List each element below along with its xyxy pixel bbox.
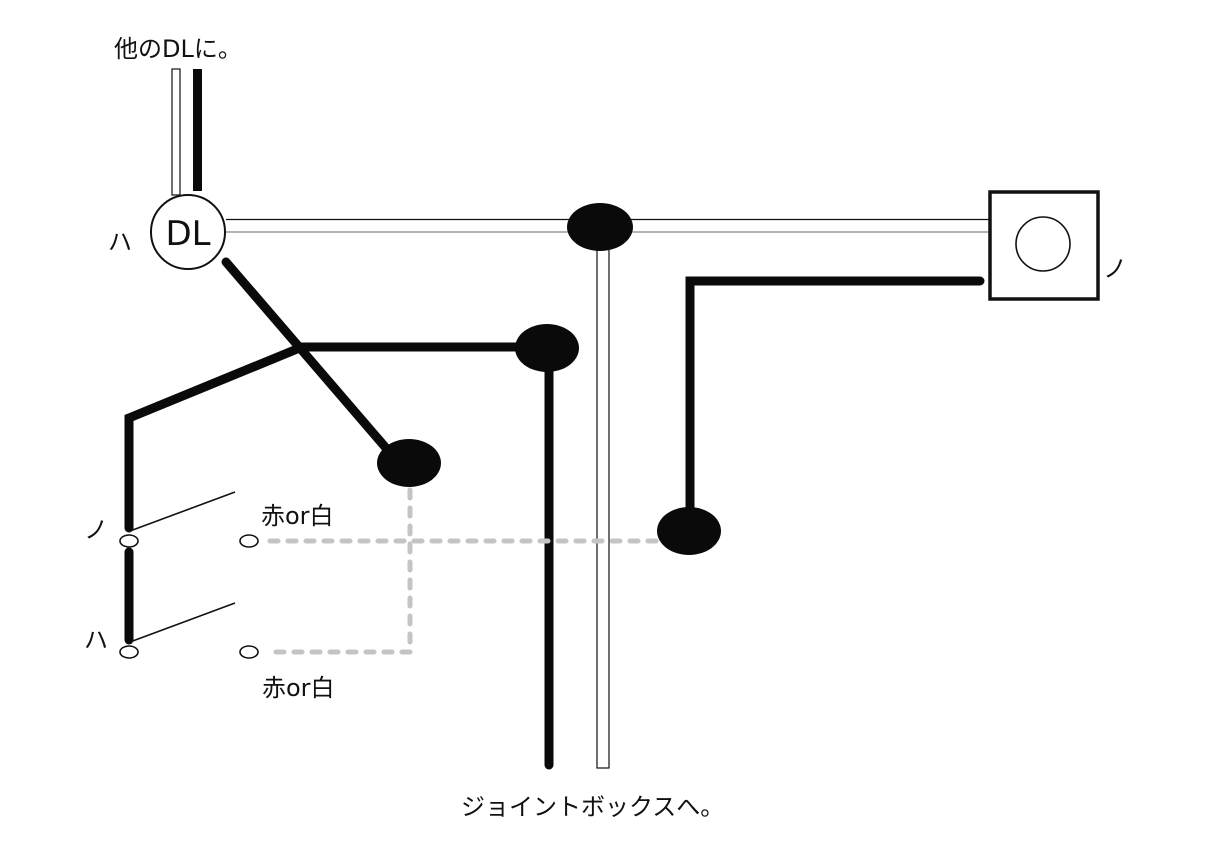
dashed-wires (267, 484, 663, 655)
label-ha-switch: ハ (84, 626, 108, 654)
outlet-circle (1015, 216, 1071, 272)
downlight-label: DL (165, 214, 210, 254)
three-way-switch-bottom[interactable] (119, 602, 259, 659)
switch-terminal-common-bottom (119, 645, 139, 659)
junction-outlet-traveler (657, 507, 721, 555)
black-wire-up (193, 69, 202, 191)
outlet-box[interactable] (988, 190, 1100, 301)
black-wire-dl-diagonal (221, 257, 397, 460)
downlight-circle (150, 194, 226, 270)
dashed-wire-bottom (273, 484, 413, 655)
three-way-switch-top[interactable] (119, 491, 259, 548)
white-wire-up (171, 68, 181, 196)
white-wire-vertical (596, 231, 610, 769)
label-to-other-dl: 他のDLに。 (114, 35, 242, 63)
black-wire-switch-common (124, 342, 551, 533)
junctions (377, 203, 721, 555)
black-wire-outlet (685, 276, 985, 525)
label-red-or-white-bottom: 赤or白 (262, 674, 335, 702)
wire-to-other-dl (171, 68, 202, 196)
switch-terminal-out-bottom (239, 645, 259, 659)
label-red-or-white-top: 赤or白 (261, 502, 334, 530)
junction-white-tee (567, 203, 633, 251)
junction-switch-common (515, 324, 579, 372)
label-no-outlet: ノ (1103, 255, 1127, 283)
label-no-switch: ノ (84, 516, 108, 544)
switch-terminal-out-top (239, 534, 259, 548)
label-to-junction-box: ジョイントボックスへ。 (461, 793, 724, 821)
junction-dl-traveler (377, 439, 441, 487)
downlight-fixture[interactable]: DL (150, 194, 226, 270)
switch-terminal-common-top (119, 534, 139, 548)
label-ha-dl: ハ (108, 228, 132, 256)
black-wires (124, 257, 985, 770)
